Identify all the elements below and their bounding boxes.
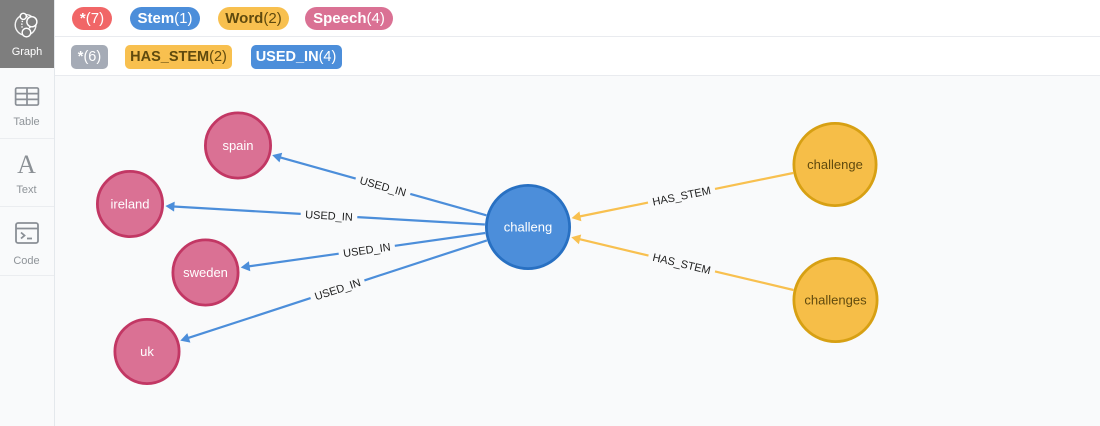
svg-text:USED_IN: USED_IN xyxy=(313,277,362,303)
svg-text:HAS_STEM: HAS_STEM xyxy=(651,185,711,209)
svg-text:sweden: sweden xyxy=(183,265,228,280)
svg-text:ireland: ireland xyxy=(110,197,149,212)
svg-text:challeng: challeng xyxy=(504,220,552,235)
svg-text:USED_IN: USED_IN xyxy=(305,209,353,224)
svg-text:spain: spain xyxy=(222,138,253,153)
svg-text:HAS_STEM: HAS_STEM xyxy=(651,252,711,277)
svg-text:uk: uk xyxy=(140,344,154,359)
svg-text:challenge: challenge xyxy=(807,157,863,172)
svg-text:USED_IN: USED_IN xyxy=(342,242,391,261)
svg-text:USED_IN: USED_IN xyxy=(358,175,407,199)
svg-text:challenges: challenges xyxy=(804,293,867,308)
